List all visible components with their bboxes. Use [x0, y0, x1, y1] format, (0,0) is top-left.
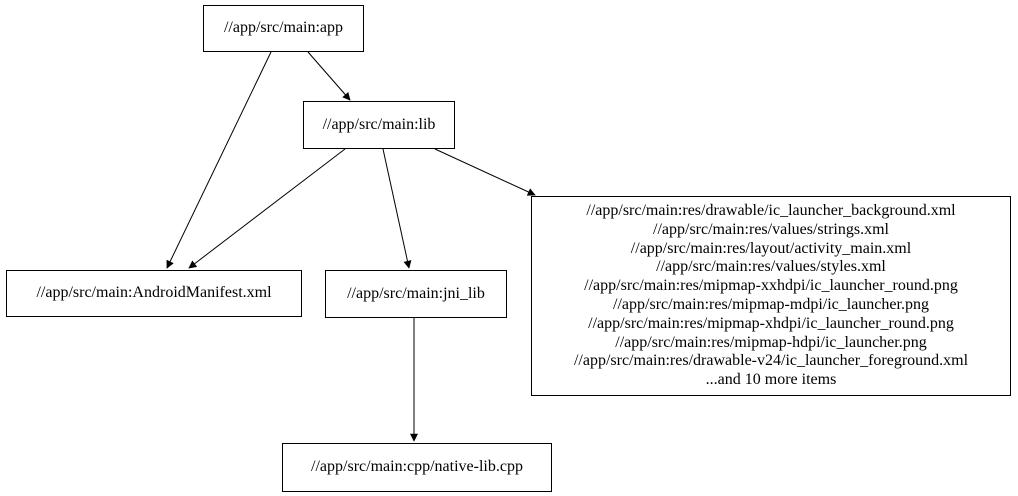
res-item: //app/src/main:res/mipmap-xhdpi/ic_launc… — [588, 314, 954, 332]
res-item: //app/src/main:res/values/strings.xml — [653, 220, 889, 238]
edge-lib-to-res-group — [434, 148, 536, 196]
node-app: //app/src/main:app — [203, 5, 364, 52]
node-jni-lib: //app/src/main:jni_lib — [325, 270, 507, 318]
edge-lib-to-jni-lib — [382, 148, 412, 269]
res-item: //app/src/main:res/mipmap-xxhdpi/ic_laun… — [584, 277, 958, 295]
res-item: //app/src/main:res/drawable-v24/ic_launc… — [573, 352, 969, 370]
edge-app-to-manifest — [166, 51, 272, 269]
res-more-items: ...and 10 more items — [705, 371, 837, 389]
edge-app-to-lib — [307, 51, 351, 101]
edge-lib-to-manifest — [188, 148, 346, 269]
res-item: //app/src/main:res/layout/activity_main.… — [630, 239, 912, 257]
node-res-group: //app/src/main:res/drawable/ic_launcher_… — [531, 196, 1011, 396]
res-item: //app/src/main:res/mipmap-hdpi/ic_launch… — [615, 333, 927, 351]
node-android-manifest: //app/src/main:AndroidManifest.xml — [6, 270, 302, 317]
node-lib-label: //app/src/main:lib — [322, 115, 436, 133]
node-lib: //app/src/main:lib — [303, 101, 455, 149]
node-app-label: //app/src/main:app — [223, 19, 344, 37]
node-android-manifest-label: //app/src/main:AndroidManifest.xml — [36, 284, 272, 302]
res-item: //app/src/main:res/mipmap-mdpi/ic_launch… — [613, 296, 929, 313]
node-jni-lib-label: //app/src/main:jni_lib — [347, 284, 485, 302]
res-item: //app/src/main:res/values/styles.xml — [656, 258, 886, 276]
node-native-lib-cpp-label: //app/src/main:cpp/native-lib.cpp — [311, 458, 523, 476]
res-item: //app/src/main:res/drawable/ic_launcher_… — [586, 202, 956, 220]
node-native-lib-cpp: //app/src/main:cpp/native-lib.cpp — [282, 443, 552, 492]
